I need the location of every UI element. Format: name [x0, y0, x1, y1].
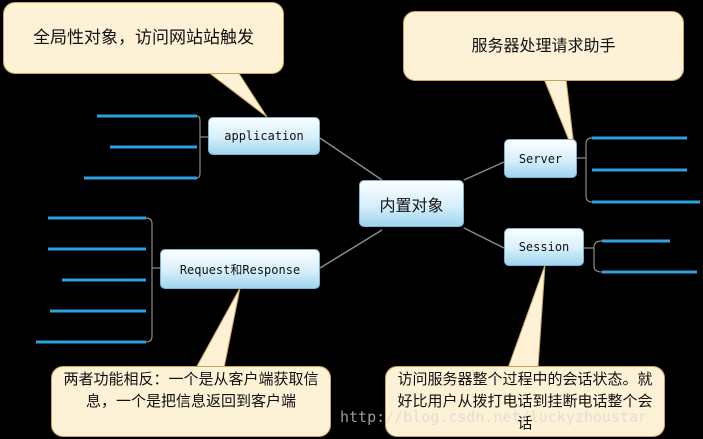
callout-session-text: 访问服务器整个过程中的会话状态。就好比用户从拨打电话到挂断电话整个会话	[397, 370, 653, 432]
connector-server	[463, 161, 505, 181]
bracket-session	[584, 240, 603, 273]
watermark-url: http://blog.csdn.net/luckyzhoustar	[340, 408, 648, 426]
bracket-request-response	[145, 217, 160, 343]
callout-application: 全局性对象，访问网站站触发	[3, 2, 284, 74]
callout-application-text: 全局性对象，访问网站站触发	[33, 28, 254, 48]
bracket-application	[196, 115, 208, 179]
callout-tail-application	[206, 71, 268, 118]
callout-request-response: 两者功能相反：一个是从客户端获取信息，一个是把信息返回到客户端	[51, 366, 331, 437]
request-response-label: Request和Response	[179, 262, 301, 277]
callout-server: 服务器处理请求助手	[403, 11, 684, 81]
central-topic-node[interactable]: 内置对象	[359, 180, 464, 227]
request-response-node[interactable]: Request和Response	[160, 249, 320, 289]
callout-request-response-text: 两者功能相反：一个是从客户端获取信息，一个是把信息返回到客户端	[63, 370, 319, 410]
connector-request-response	[319, 229, 383, 269]
application-label: application	[224, 129, 304, 143]
server-label: Server	[518, 151, 563, 166]
connector-application	[319, 137, 383, 181]
callout-server-text: 服务器处理请求助手	[471, 36, 616, 55]
callout-session: 访问服务器整个过程中的会话状态。就好比用户从拨打电话到挂断电话整个会话	[385, 366, 665, 437]
application-node[interactable]: application	[208, 117, 320, 155]
callout-tail-request-response	[195, 287, 241, 369]
session-node[interactable]: Session	[504, 228, 584, 266]
central-topic-label: 内置对象	[379, 195, 444, 215]
server-node[interactable]: Server	[504, 139, 577, 178]
bracket-server	[577, 137, 593, 203]
connector-session	[463, 227, 505, 249]
session-label: Session	[518, 240, 570, 254]
callout-tail-session	[507, 264, 546, 369]
